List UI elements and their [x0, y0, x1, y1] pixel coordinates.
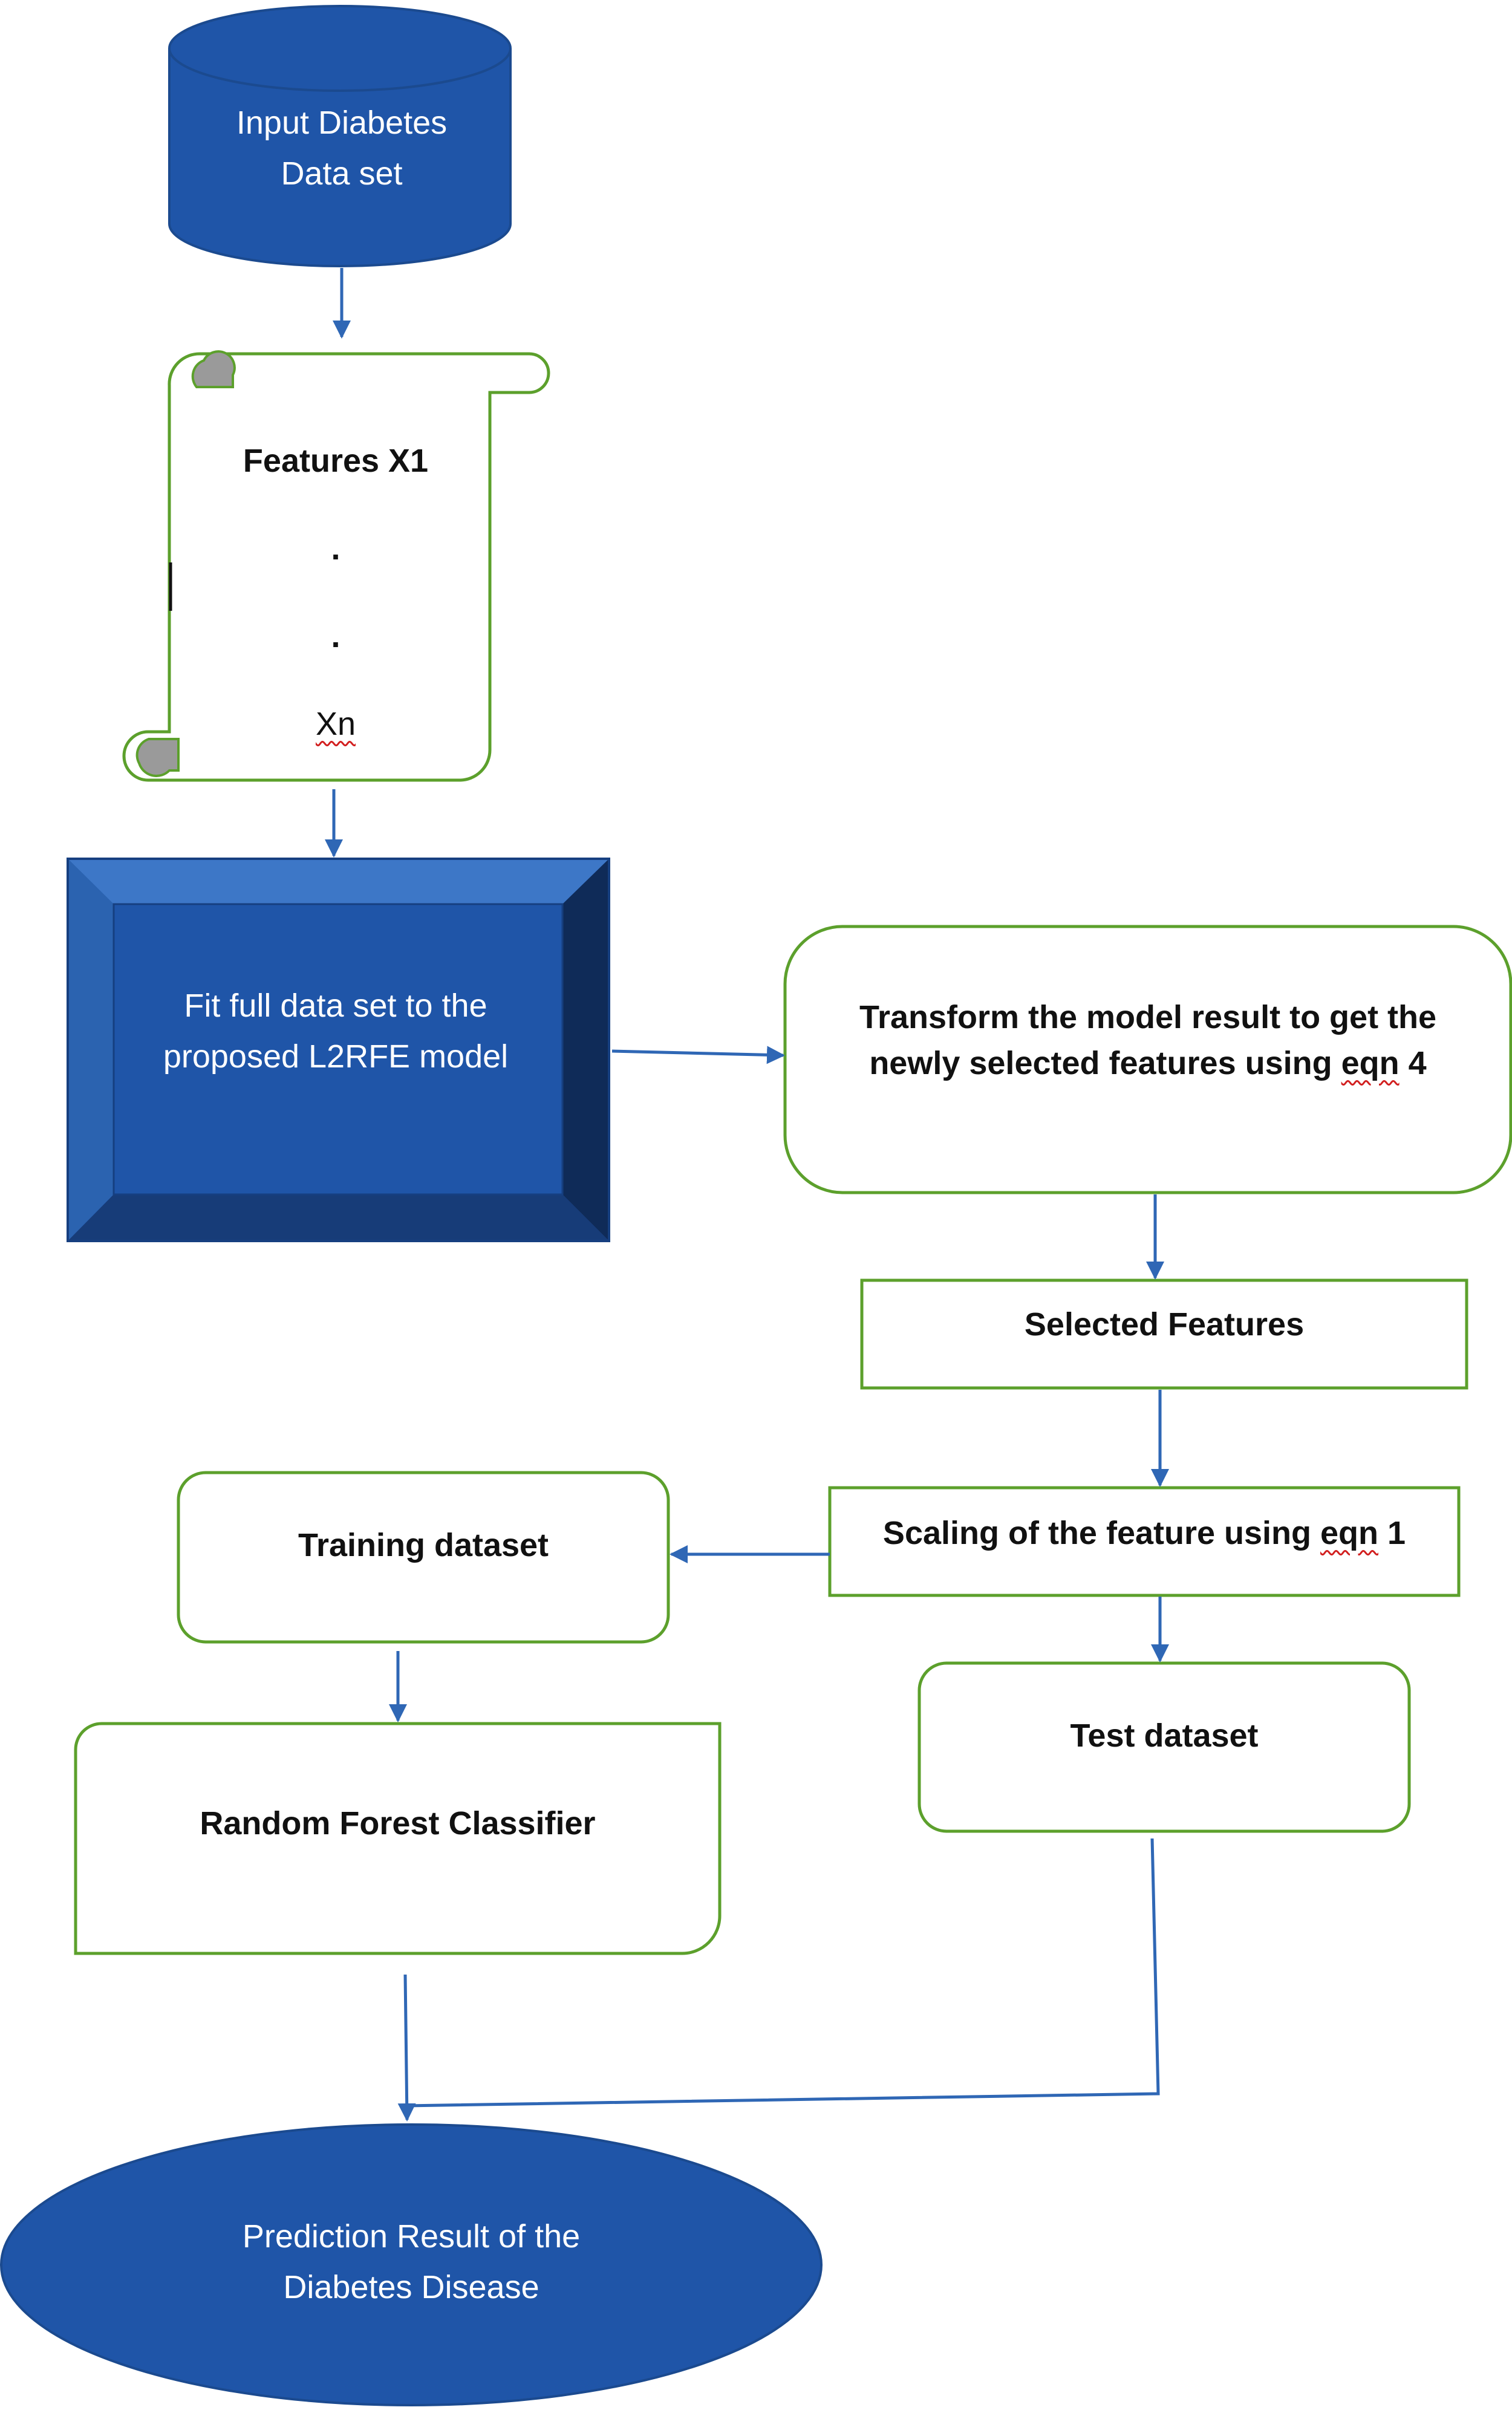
fit-model-bevel-box	[67, 858, 610, 1242]
transform-eqn-number: 4	[1399, 1045, 1427, 1081]
prediction-result-line-1: Prediction Result of the	[242, 2218, 581, 2255]
transform-line-2-text: newly selected features using	[869, 1045, 1341, 1081]
scaling-box	[828, 1486, 1461, 1597]
arrow-rf-to-result	[397, 1974, 416, 2122]
training-dataset-label: Training dataset	[178, 1515, 668, 1575]
scaling-text: Scaling of the feature using	[882, 1515, 1321, 1551]
transform-line-2: newly selected features using eqn 4	[869, 1040, 1426, 1086]
input-dataset-cylinder	[168, 5, 512, 267]
transform-box	[783, 925, 1512, 1194]
fit-model-label: Fit full data set to the proposed L2RFE …	[121, 980, 550, 1083]
training-dataset-text: Training dataset	[298, 1527, 549, 1563]
random-forest-label: Random Forest Classifier	[76, 1793, 720, 1854]
arrow-fit-to-transform	[611, 1046, 785, 1064]
features-dot-2: .	[331, 618, 341, 654]
transform-eqn-word: eqn	[1341, 1045, 1400, 1081]
prediction-result-label: Prediction Result of the Diabetes Diseas…	[121, 2210, 702, 2313]
prediction-result-ellipse	[0, 2123, 823, 2406]
test-dataset-box	[917, 1661, 1411, 1833]
prediction-result-line-2: Diabetes Disease	[283, 2269, 539, 2305]
input-dataset-line-1: Input Diabetes	[236, 105, 448, 141]
scaling-text-line: Scaling of the feature using eqn 1	[883, 1510, 1406, 1556]
features-scroll-shape	[122, 350, 550, 782]
test-dataset-label: Test dataset	[919, 1705, 1409, 1766]
features-x1: Features X1	[243, 443, 429, 479]
random-forest-text: Random Forest Classifier	[200, 1805, 596, 1842]
features-xn: Xn	[315, 706, 356, 742]
training-dataset-box	[177, 1471, 670, 1644]
fit-model-line-1: Fit full data set to the	[184, 988, 487, 1024]
selected-features-label: Selected Features	[862, 1294, 1467, 1355]
features-label: Features X1 . . Xn	[200, 417, 472, 742]
transform-line-1: Transform the model result to get the	[859, 999, 1437, 1035]
selected-features-text: Selected Features	[1024, 1306, 1305, 1343]
scaling-eqn-number: 1	[1378, 1515, 1406, 1551]
scaling-label: Scaling of the feature using eqn 1	[830, 1503, 1459, 1563]
input-dataset-line-2: Data set	[281, 155, 403, 192]
scaling-eqn-word: eqn	[1320, 1515, 1379, 1551]
test-dataset-text: Test dataset	[1070, 1718, 1259, 1754]
random-forest-box	[74, 1722, 722, 1955]
connector-test-to-merge	[405, 1838, 1160, 2108]
input-dataset-label: Input Diabetes Data set	[181, 97, 502, 200]
fit-model-line-2: proposed L2RFE model	[163, 1038, 509, 1075]
transform-label: Transform the model result to get the ne…	[797, 992, 1499, 1089]
selected-features-box	[860, 1278, 1468, 1390]
features-dot-1: .	[331, 530, 341, 567]
